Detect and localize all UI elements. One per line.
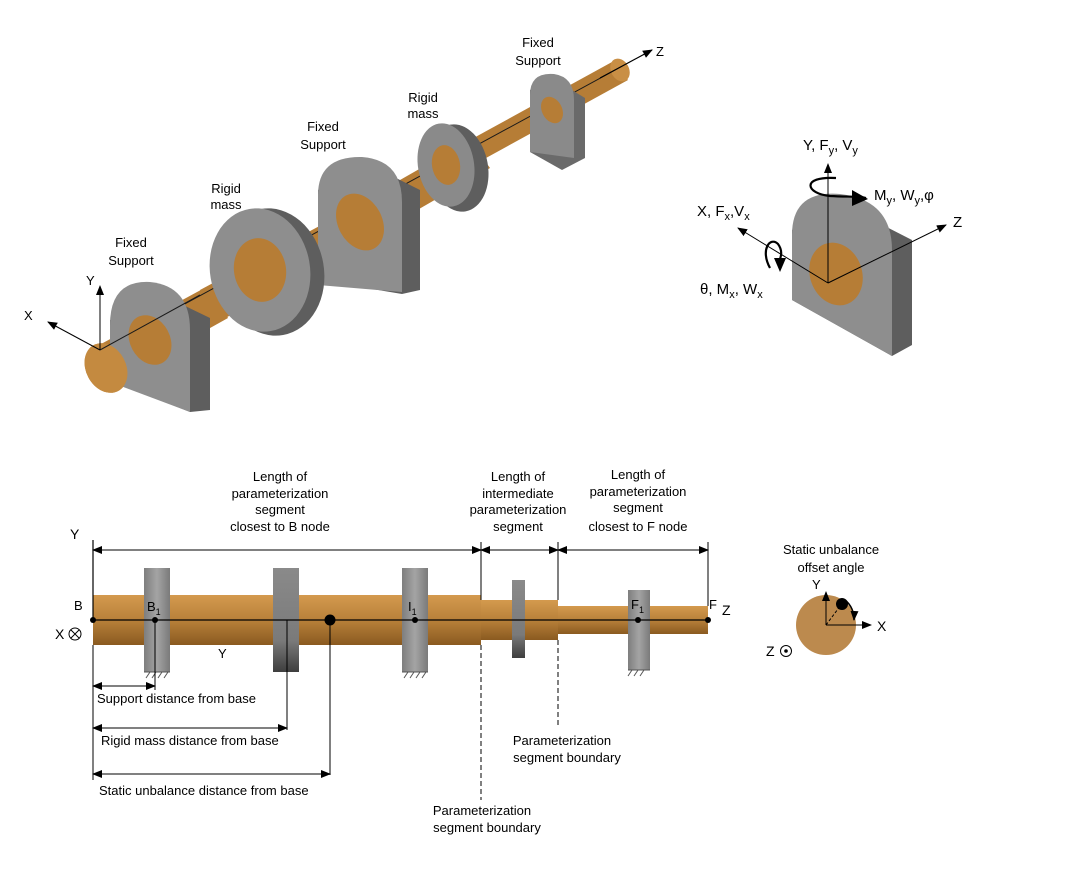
unbalance-x-axis-label: X	[877, 618, 887, 634]
fixed-support-label-2-line1: Fixed	[307, 119, 339, 134]
segment-intermediate-label-line2: intermediate	[482, 486, 554, 501]
rigid-mass-side-2	[512, 580, 525, 658]
unbalance-title-line1: Static unbalance	[783, 542, 879, 557]
node-i1-label: I1	[408, 599, 417, 617]
segment-b-label-line1: Length of	[253, 469, 308, 484]
unbalance-mass-point	[836, 598, 848, 610]
moment-y-label: My, Wy,φ	[874, 187, 934, 207]
segment-f-label-line1: Length of	[611, 467, 666, 482]
support-f1	[628, 590, 650, 670]
boundary-right-label-line1: Parameterization	[513, 733, 611, 748]
rigid-mass-iso-1	[209, 208, 325, 336]
iso-axes: Y X Z	[24, 44, 664, 351]
node-i1	[412, 617, 418, 623]
iso-y-axis-label: Y	[86, 273, 95, 288]
segment-b-label-line4: closest to B node	[230, 519, 330, 534]
side-z-axis-label: Z	[722, 602, 731, 618]
isometric-view: Y X Z Fixed Support Rigid mass Fixed Sup…	[24, 35, 664, 412]
shaft-end-iso	[84, 343, 128, 393]
node-f1	[635, 617, 641, 623]
support-distance-label: Support distance from base	[97, 691, 256, 706]
rigid-mass-label-2-line1: Rigid	[408, 90, 438, 105]
iso-labels: Fixed Support Rigid mass Fixed Support R…	[108, 35, 561, 268]
node-f	[705, 617, 711, 623]
fixed-support-label-3-line2: Support	[515, 53, 561, 68]
side-x-axis-label: X	[55, 626, 65, 642]
unbalance-y-axis-label: Y	[812, 577, 821, 592]
node-b-label: B	[74, 598, 83, 613]
support-z-axis-label: Z	[953, 214, 962, 231]
support-y-axis-label: Y, Fy, Vy	[803, 137, 858, 157]
moment-x-arrowhead	[774, 258, 786, 272]
node-b1-label: B1	[147, 599, 161, 617]
segment-intermediate-label-line3: parameterization	[470, 502, 567, 517]
segment-dimension-lines	[92, 542, 709, 606]
iso-x-axis-label: X	[24, 308, 33, 323]
moment-y-arrowhead	[852, 190, 868, 206]
static-unbalance-distance-label: Static unbalance distance from base	[99, 783, 309, 798]
support-x-axis-label: X, Fx,Vx	[697, 203, 750, 223]
fixed-support-iso-1	[110, 281, 210, 412]
segment-f-label-line3: segment	[613, 500, 663, 515]
segment-f-label-line4: closest to F node	[589, 519, 688, 534]
segment-b-label-line3: segment	[255, 502, 305, 517]
fixed-support-label-3-line1: Fixed	[522, 35, 554, 50]
rigid-mass-distance-label: Rigid mass distance from base	[101, 733, 279, 748]
rigid-mass-label-1-line1: Rigid	[211, 181, 241, 196]
fixed-support-label-2-line2: Support	[300, 137, 346, 152]
segment-intermediate-label-line4: segment	[493, 519, 543, 534]
boundary-right-label-line2: segment boundary	[513, 750, 621, 765]
boundary-left-label-line1: Parameterization	[433, 803, 531, 818]
rigid-mass-label-2-line2: mass	[407, 106, 439, 121]
fixed-support-iso-3	[530, 73, 585, 170]
side-y-below-label: Y	[218, 646, 227, 661]
node-f1-label: F1	[631, 597, 644, 615]
node-f-label: F	[709, 597, 717, 612]
unbalance-offset-view: Static unbalance offset angle Y X Z	[766, 542, 887, 659]
ground-hatches	[144, 669, 650, 679]
rigid-mass-label-1-line2: mass	[210, 197, 242, 212]
support-detail-view: Y, Fy, Vy X, Fx,Vx Z My, Wy,φ θ, Mx, Wx	[697, 137, 962, 356]
out-of-page-icon	[780, 645, 792, 657]
into-page-icon	[68, 627, 82, 641]
unbalance-title-line2: offset angle	[798, 560, 865, 575]
boundary-left-label-line2: segment boundary	[433, 820, 541, 835]
distance-dimension-lines	[92, 620, 331, 780]
fixed-support-label-1-line1: Fixed	[115, 235, 147, 250]
moment-x-label: θ, Mx, Wx	[700, 281, 763, 301]
segment-b-label-line2: parameterization	[232, 486, 329, 501]
fixed-support-iso-2	[318, 156, 420, 294]
fixed-support-label-1-line2: Support	[108, 253, 154, 268]
side-y-axis-label: Y	[70, 526, 80, 542]
rigid-mass-iso-2	[417, 123, 489, 212]
iso-z-axis-label: Z	[656, 44, 664, 59]
unbalance-z-axis-label: Z	[766, 643, 775, 659]
segment-intermediate-label-line1: Length of	[491, 469, 546, 484]
side-view: Y X Z Y B B1 I1 F1 F Length of parameter…	[55, 467, 731, 835]
segment-f-label-line2: parameterization	[590, 484, 687, 499]
